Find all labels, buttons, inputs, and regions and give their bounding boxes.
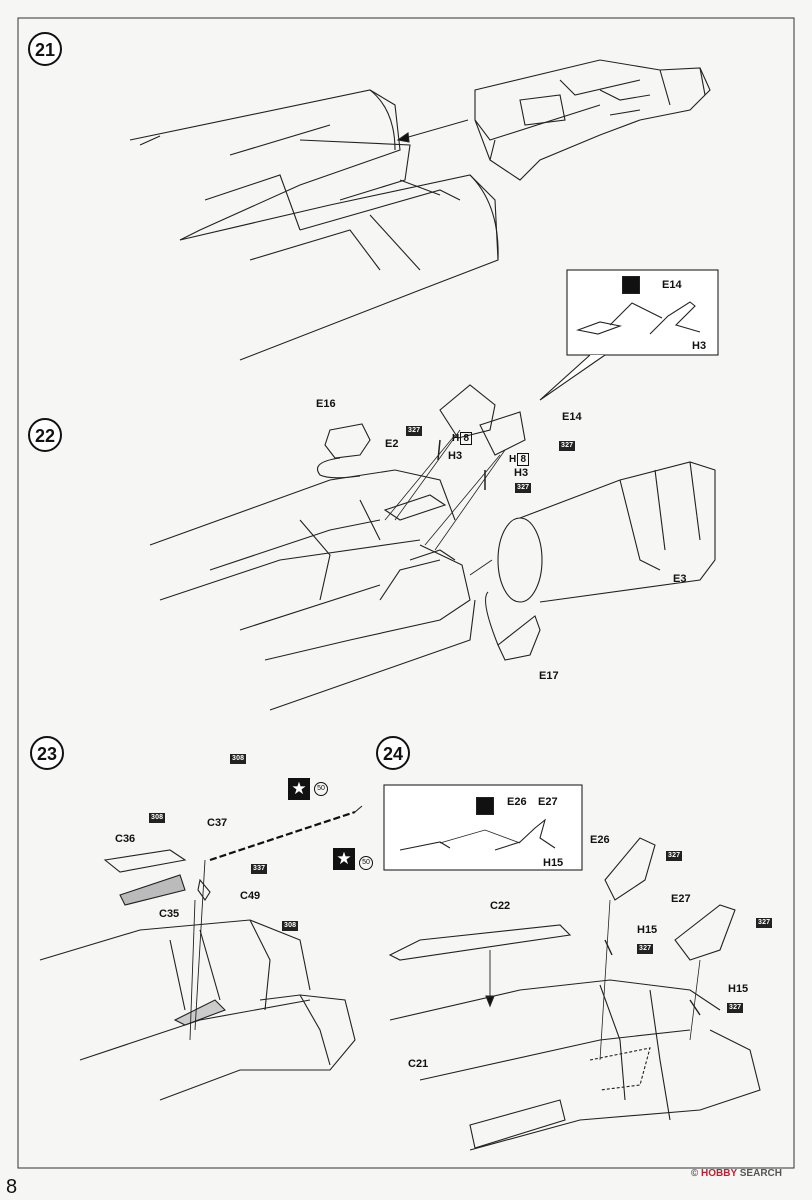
watermark: © HOBBY SEARCH <box>691 1168 782 1179</box>
paint-327-e: 327 <box>756 918 773 928</box>
label-E2: E2 <box>385 438 399 450</box>
label-E27-inset: E27 <box>538 796 558 808</box>
watermark-copyright: © <box>690 1168 699 1179</box>
decal-number-b: 50 <box>359 856 373 870</box>
decal-number-a: 50 <box>314 782 328 796</box>
paint-327-b: 327 <box>559 441 576 451</box>
step-22-badge: 22 <box>28 418 62 452</box>
symmetry-icon <box>622 276 640 294</box>
step23-drawing <box>39 805 363 1101</box>
step21-drawing <box>129 59 711 361</box>
label-E16: E16 <box>316 398 336 410</box>
step-21-badge: 21 <box>28 32 62 66</box>
paint-327-g: 327 <box>727 1003 744 1013</box>
step-24-badge: 24 <box>376 736 410 770</box>
label-C22: C22 <box>490 900 511 912</box>
label-H15-inset: H15 <box>543 857 564 869</box>
paint-337: 337 <box>251 864 268 874</box>
label-C49: C49 <box>240 890 261 902</box>
watermark-brand: HOBBY <box>701 1168 737 1179</box>
label-E14: E14 <box>562 411 582 423</box>
h8-letter: H <box>452 433 460 444</box>
label-H3-b: H3 <box>514 467 529 479</box>
step24-drawing <box>383 784 761 1151</box>
paint-308-a: 308 <box>230 754 247 764</box>
label-H15-b: H15 <box>728 983 749 995</box>
page-number: 8 <box>6 1176 18 1198</box>
label-E27: E27 <box>671 893 691 905</box>
paint-308-c: 308 <box>282 921 299 931</box>
star-decal-icon-b: ★ <box>333 848 355 870</box>
label-H15-a: H15 <box>637 924 658 936</box>
label-E17: E17 <box>539 670 559 682</box>
symmetry-icon-24 <box>476 797 494 815</box>
label-C21: C21 <box>408 1058 429 1070</box>
h8-number: 8 <box>460 432 473 445</box>
star-decal-icon-a: ★ <box>288 778 310 800</box>
label-H3-a: H3 <box>448 450 463 462</box>
h8b-letter: H <box>509 454 517 465</box>
h8b-number: 8 <box>517 453 530 466</box>
paint-327-a: 327 <box>406 426 423 436</box>
paint-327-d: 327 <box>666 851 683 861</box>
step22-drawing <box>149 269 719 711</box>
label-E26: E26 <box>590 834 610 846</box>
label-E26-inset: E26 <box>507 796 527 808</box>
label-H3-inset: H3 <box>692 340 707 352</box>
label-E3: E3 <box>673 573 687 585</box>
paint-308-b: 308 <box>149 813 166 823</box>
step-23-badge: 23 <box>30 736 64 770</box>
label-C37: C37 <box>207 817 228 829</box>
paint-327-f: 327 <box>637 944 654 954</box>
watermark-suffix: SEARCH <box>739 1168 782 1179</box>
paint-327-c: 327 <box>515 483 532 493</box>
label-C36: C36 <box>115 833 136 845</box>
label-C35: C35 <box>159 908 180 920</box>
label-E14-inset: E14 <box>662 279 682 291</box>
